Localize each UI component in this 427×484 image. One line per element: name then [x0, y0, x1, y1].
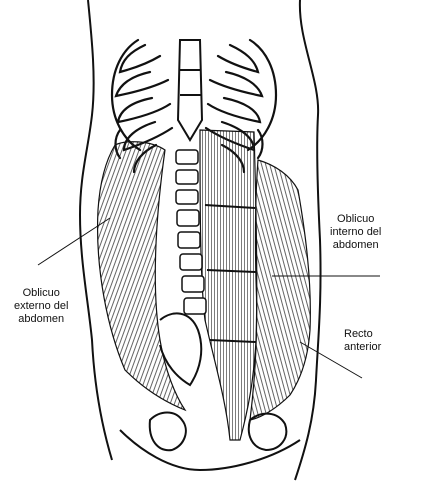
spine [175, 149, 207, 315]
internal-oblique-muscle [249, 159, 311, 421]
sternum [176, 39, 204, 142]
label-oblicuo-externo: Oblicuo externo del abdomen [14, 287, 69, 325]
external-oblique-muscle [96, 141, 187, 412]
label-recto-anterior: Recto anterior [344, 328, 382, 353]
label-oblicuo-interno: Oblicuo interno del abdomen [330, 213, 382, 251]
pelvis [119, 312, 301, 472]
leader-lines [37, 217, 380, 379]
rectus-abdominis-muscle [199, 129, 258, 441]
torso-outline [78, 0, 322, 481]
